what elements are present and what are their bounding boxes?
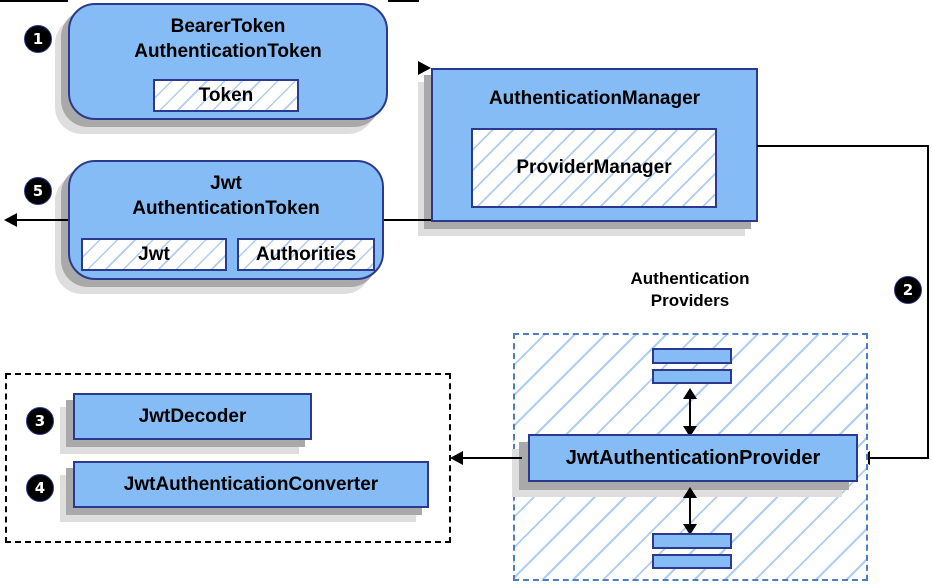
step-1-number: 1 bbox=[32, 30, 44, 48]
token-chip-label: Token bbox=[198, 84, 254, 106]
provider-to-converter-line bbox=[462, 457, 522, 459]
manager-to-provider-line-top bbox=[757, 145, 929, 147]
bearer-token-node-title: BearerToken AuthenticationToken bbox=[70, 14, 386, 64]
authorities-chip-label: Authorities bbox=[255, 243, 357, 265]
bearer-token-title-line1: BearerToken bbox=[170, 16, 286, 37]
bearer-to-manager-arrowhead-icon bbox=[418, 60, 431, 75]
jwt-token-title-line2: AuthenticationToken bbox=[132, 198, 320, 219]
jwt-decoder-label: JwtDecoder bbox=[138, 405, 247, 427]
authentication-manager-node: AuthenticationManager ProviderManager bbox=[431, 68, 758, 222]
authentication-providers-heading: Authentication Providers bbox=[575, 268, 805, 312]
jwt-authentication-provider-node: JwtAuthenticationProvider bbox=[528, 434, 858, 482]
step-5-number: 5 bbox=[32, 182, 44, 200]
step-2-badge: 2 bbox=[894, 276, 922, 304]
provider-stack-bar-top-2 bbox=[652, 369, 732, 384]
bottom-double-arrow-line bbox=[689, 496, 691, 526]
outgoing-result-arrowhead-icon bbox=[4, 212, 17, 227]
manager-to-provider-line-right bbox=[927, 145, 929, 459]
token-chip: Token bbox=[153, 79, 299, 112]
bottom-double-arrow-down-icon bbox=[682, 524, 697, 535]
top-double-arrow-down-icon bbox=[682, 426, 697, 437]
step-4-badge: 4 bbox=[26, 474, 54, 502]
provider-manager-chip: ProviderManager bbox=[471, 128, 717, 208]
top-double-arrow-line bbox=[689, 397, 691, 428]
jwt-token-node-title: Jwt AuthenticationToken bbox=[70, 171, 382, 221]
jwt-decoder-node: JwtDecoder bbox=[73, 393, 312, 440]
step-2-number: 2 bbox=[902, 281, 914, 299]
jwt-token-title-line1: Jwt bbox=[210, 173, 242, 194]
outgoing-result-line bbox=[15, 219, 68, 221]
manager-to-provider-line-bottom bbox=[869, 457, 929, 459]
step-3-number: 3 bbox=[34, 412, 46, 430]
step-3-badge: 3 bbox=[26, 407, 54, 435]
authentication-providers-heading-line2: Providers bbox=[650, 291, 730, 310]
manager-to-jwt-token-line bbox=[384, 219, 431, 221]
bearer-token-authentication-token-node: BearerToken AuthenticationToken Token bbox=[68, 3, 388, 120]
jwt-authentication-converter-label: JwtAuthenticationConverter bbox=[123, 473, 379, 495]
step-1-badge: 1 bbox=[24, 25, 52, 53]
jwt-authentication-converter-node: JwtAuthenticationConverter bbox=[73, 461, 429, 508]
jwt-authentication-provider-label: JwtAuthenticationProvider bbox=[565, 446, 821, 469]
authorities-chip: Authorities bbox=[237, 238, 375, 271]
jwt-chip: Jwt bbox=[81, 238, 227, 271]
provider-manager-label: ProviderManager bbox=[516, 157, 672, 178]
provider-stack-bar-top-1 bbox=[652, 348, 732, 364]
authentication-providers-heading-line1: Authentication bbox=[630, 269, 750, 288]
decoder-converter-group-box bbox=[5, 373, 451, 543]
jwt-chip-label: Jwt bbox=[138, 243, 170, 265]
step-5-badge: 5 bbox=[24, 177, 52, 205]
bottom-double-arrow-up-icon bbox=[682, 487, 697, 498]
step-4-number: 4 bbox=[34, 479, 46, 497]
jwt-authentication-token-node: Jwt AuthenticationToken Jwt Authorities bbox=[68, 160, 384, 280]
bearer-to-manager-arrow-line bbox=[388, 0, 419, 2]
bearer-token-title-line2: AuthenticationToken bbox=[134, 41, 322, 62]
incoming-request-line bbox=[0, 0, 68, 2]
provider-stack-bar-bottom-1 bbox=[652, 533, 732, 549]
top-double-arrow-up-icon bbox=[682, 388, 697, 399]
authentication-manager-title: AuthenticationManager bbox=[488, 88, 701, 109]
provider-to-converter-arrowhead-icon bbox=[450, 450, 463, 465]
provider-stack-bar-bottom-2 bbox=[652, 554, 732, 569]
